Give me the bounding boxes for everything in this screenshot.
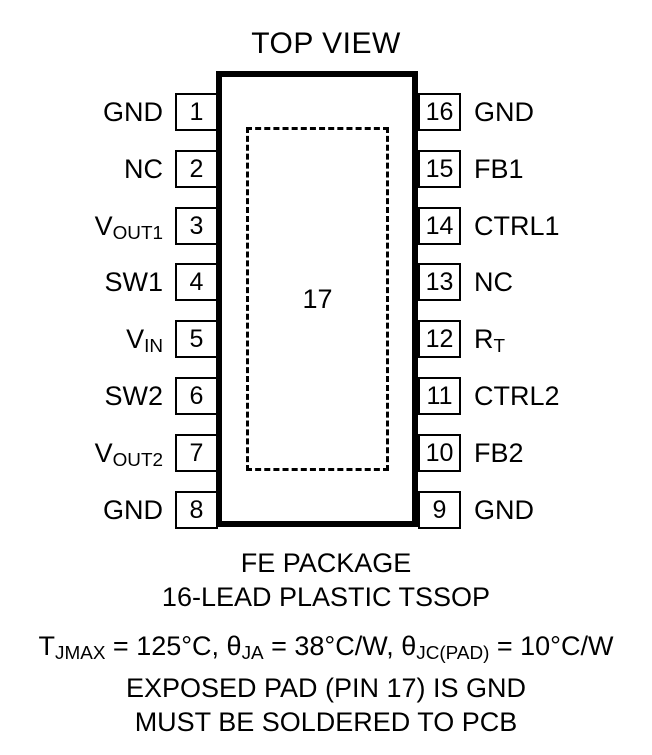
pin-label-base: CTRL2 [474,381,560,411]
pin-box-4: 4 [175,263,218,301]
pin-box-15: 15 [418,150,461,188]
pin-label-base: V [126,324,145,354]
pin-label-8: GND [0,491,163,529]
pin-label-subscript: T [493,335,506,357]
exposed-pad-note: EXPOSED PAD (PIN 17) IS GND [125,673,527,703]
package-body-outline [216,71,418,527]
pin-label-subscript: OUT2 [112,449,163,471]
pin-box-12: 12 [418,320,461,358]
pin-label-1: GND [0,93,163,131]
pin-label-14: CTRL1 [474,207,652,245]
pin-box-16: 16 [418,93,461,131]
pin-label-base: GND [474,495,534,525]
theta-ja-value: = 38°C/W, [263,631,402,661]
pin-label-base: GND [103,97,163,127]
pin-box-3: 3 [175,207,218,245]
theta-ja-symbol: θ [226,631,242,661]
pin-label-3: VOUT1 [0,207,163,245]
pin-label-base: GND [474,97,534,127]
pin-label-base: SW1 [104,267,163,297]
pin-label-15: FB1 [474,150,652,188]
pin-label-subscript: IN [144,335,163,357]
pin-label-base: V [94,438,113,468]
pin-label-base: R [474,324,494,354]
tjmax-value: = 125°C, [105,631,227,661]
theta-ja-subscript: JA [241,642,264,664]
exposed-pad-number: 17 [302,284,333,314]
pin-label-6: SW2 [0,377,163,415]
theta-jc-value: = 10°C/W [489,631,614,661]
pin-label-12: RT [474,320,652,358]
pin-label-base: NC [474,267,513,297]
package-description-caption: 16-LEAD PLASTIC TSSOP [161,582,491,612]
pin-label-base: NC [124,154,163,184]
pin-label-base: SW2 [104,381,163,411]
pin-label-base: FB1 [474,154,524,184]
pin-label-11: CTRL2 [474,377,652,415]
solder-note: MUST BE SOLDERED TO PCB [134,707,518,737]
pin-label-5: VIN [0,320,163,358]
pin-label-2: NC [0,150,163,188]
pin-box-14: 14 [418,207,461,245]
pin-box-5: 5 [175,320,218,358]
pin-label-subscript: OUT1 [112,222,163,244]
top-view-title: TOP VIEW [251,27,401,60]
theta-jc-symbol: θ [401,631,417,661]
package-name-caption: FE PACKAGE [240,548,412,578]
theta-jc-subscript: JC(PAD) [416,642,490,664]
pin-box-13: 13 [418,263,461,301]
pin-box-1: 1 [175,93,218,131]
pin-label-base: GND [103,495,163,525]
exposed-pad-outline: 17 [246,127,389,471]
pin-label-7: VOUT2 [0,434,163,472]
pin-label-base: FB2 [474,438,524,468]
pin-box-2: 2 [175,150,218,188]
pin-box-9: 9 [418,491,461,529]
tjmax-subscript: JMAX [55,642,106,664]
pin-label-10: FB2 [474,434,652,472]
pin-label-16: GND [474,93,652,131]
pin-box-7: 7 [175,434,218,472]
pin-label-base: V [94,211,113,241]
pin-box-8: 8 [175,491,218,529]
pin-label-4: SW1 [0,263,163,301]
pin-label-9: GND [474,491,652,529]
pin-label-13: NC [474,263,652,301]
thermal-spec-caption: TJMAX = 125°C, θJA = 38°C/W, θJC(PAD) = … [0,629,652,667]
pin-box-11: 11 [418,377,461,415]
pin-box-6: 6 [175,377,218,415]
pin-label-base: CTRL1 [474,211,560,241]
tjmax-symbol: T [38,631,56,661]
pin-box-10: 10 [418,434,461,472]
